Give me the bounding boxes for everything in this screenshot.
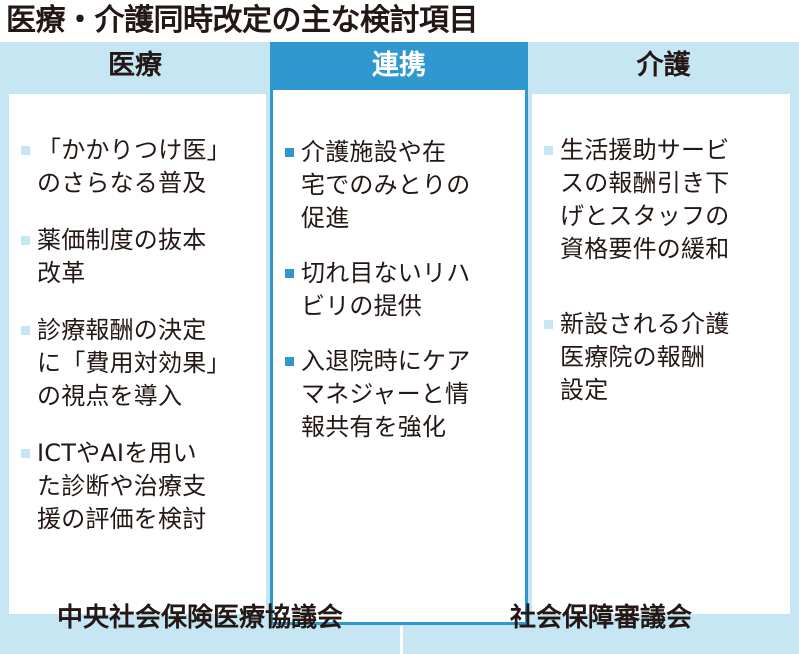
- care-item-list: 生活援助サービ スの報酬引き下 げとスタッフの 資格要件の緩和 新設される介護 …: [544, 134, 788, 449]
- square-bullet-icon: [21, 449, 30, 458]
- item-text: 診療報酬の決定 に「費用対効果」 の視点を導入: [37, 316, 231, 410]
- list-item: 新設される介護 医療院の報酬 設定: [544, 308, 788, 407]
- square-bullet-icon: [21, 326, 30, 335]
- list-item: 薬価制度の抜本 改革: [21, 224, 266, 290]
- link-panel: 介護施設や在 宅でのみとりの 促進 切れ目ないリハ ビリの提供 入退院時にケア …: [270, 90, 528, 625]
- list-item: 診療報酬の決定 に「費用対効果」 の視点を導入: [21, 314, 266, 413]
- item-text: 「かかりつけ医」 のさらなる普及: [37, 136, 231, 197]
- list-item: 「かかりつけ医」 のさらなる普及: [21, 134, 266, 200]
- footer-divider: [400, 626, 403, 654]
- item-text: 生活援助サービ スの報酬引き下 げとスタッフの 資格要件の緩和: [560, 136, 730, 263]
- square-bullet-icon: [544, 320, 553, 329]
- item-text: ICTやAIを用い た診断や治療支 援の評価を検討: [37, 439, 207, 533]
- square-bullet-icon: [21, 236, 30, 245]
- care-panel: 生活援助サービ スの報酬引き下 げとスタッフの 資格要件の緩和 新設される介護 …: [532, 94, 790, 614]
- item-text: 切れ目ないリハ ビリの提供: [301, 259, 471, 320]
- square-bullet-icon: [285, 357, 294, 366]
- list-item: 介護施設や在 宅でのみとりの 促進: [285, 136, 521, 235]
- square-bullet-icon: [285, 148, 294, 157]
- column-header-care: 介護: [636, 50, 691, 81]
- medical-item-list: 「かかりつけ医」 のさらなる普及 薬価制度の抜本 改革 診療報酬の決定 に「費用…: [21, 134, 266, 560]
- square-bullet-icon: [285, 269, 294, 278]
- column-header-link: 連携: [270, 42, 528, 90]
- item-text: 新設される介護 医療院の報酬 設定: [560, 310, 730, 404]
- list-item: ICTやAIを用い た診断や治療支 援の評価を検討: [21, 437, 266, 536]
- footer-council-medical: 中央社会保険医療協議会: [56, 603, 343, 633]
- page-title: 医療・介護同時改定の主な検討項目: [6, 3, 479, 38]
- medical-panel: 「かかりつけ医」 のさらなる普及 薬価制度の抜本 改革 診療報酬の決定 に「費用…: [9, 94, 266, 614]
- comparison-board: 医療 連携 介護 「かかりつけ医」 のさらなる普及 薬価制度の抜本 改革 診療報…: [0, 42, 799, 654]
- item-text: 介護施設や在 宅でのみとりの 促進: [301, 138, 471, 232]
- square-bullet-icon: [21, 146, 30, 155]
- link-item-list: 介護施設や在 宅でのみとりの 促進 切れ目ないリハ ビリの提供 入退院時にケア …: [285, 136, 521, 466]
- item-text: 薬価制度の抜本 改革: [37, 226, 207, 287]
- footer-council-social: 社会保障審議会: [509, 603, 692, 633]
- list-item: 入退院時にケア マネジャーと情 報共有を強化: [285, 345, 521, 444]
- square-bullet-icon: [544, 146, 553, 155]
- list-item: 生活援助サービ スの報酬引き下 げとスタッフの 資格要件の緩和: [544, 134, 788, 266]
- column-header-medical: 医療: [108, 50, 162, 81]
- item-text: 入退院時にケア マネジャーと情 報共有を強化: [301, 347, 471, 441]
- list-item: 切れ目ないリハ ビリの提供: [285, 257, 521, 323]
